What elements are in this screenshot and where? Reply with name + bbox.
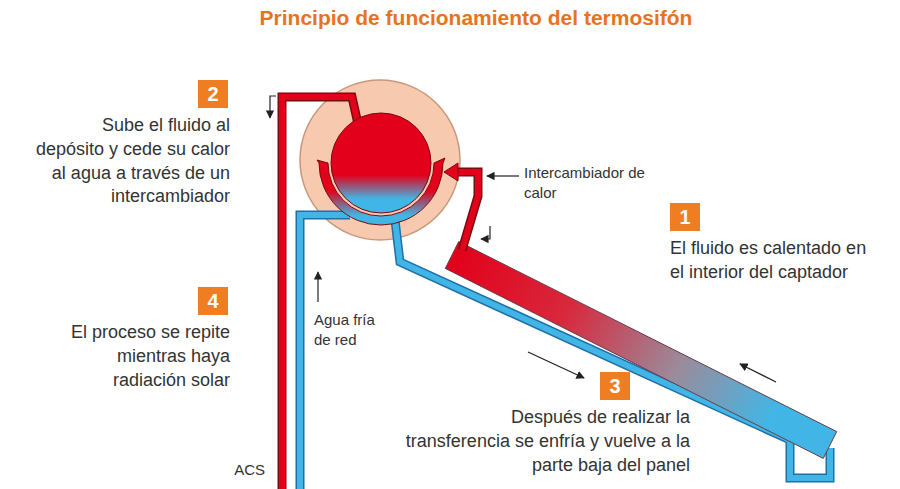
callout-group: 2Sube el fluido al depósito y cede su ca… — [30, 80, 230, 209]
part-label: Intercambiador de calor — [524, 163, 646, 202]
diagram-title: Principio de funcionamiento del termosif… — [176, 6, 776, 30]
callout-group: 1 El fluido es calentado en el interior d… — [670, 203, 875, 285]
flow-arrow — [270, 96, 276, 118]
callout-number: 3 — [600, 372, 630, 400]
callout-text: El fluido es calentado en el interior de… — [670, 237, 875, 285]
supply-pipe — [456, 172, 478, 250]
callout-number: 2 — [198, 80, 228, 108]
callout-number: 1 — [670, 203, 700, 231]
flow-arrowhead — [444, 163, 458, 181]
part-label: Agua fría de red — [314, 310, 392, 349]
water-tank — [331, 113, 431, 213]
callout-text: Sube el fluido al depósito y cede su cal… — [30, 114, 230, 209]
flow-arrow — [528, 352, 584, 378]
cold-pipe-outline — [300, 215, 350, 489]
callout-number: 4 — [198, 287, 228, 315]
leader-line — [487, 175, 519, 176]
cold-water-pipe — [300, 215, 350, 489]
part-label: ACS — [215, 460, 265, 480]
callout-group: 4 El proceso se repite mientras haya radi… — [40, 287, 230, 393]
flow-arrow — [481, 226, 490, 239]
flow-arrow — [740, 364, 776, 382]
callout-text: Después de realizar la transferencia se … — [402, 406, 690, 477]
callout-group: 3Después de realizar la transferencia se… — [402, 372, 690, 478]
flow-arrow — [317, 272, 318, 302]
callout-text: El proceso se repite mientras haya radia… — [40, 321, 230, 392]
supply-pipe-outline — [456, 172, 478, 250]
